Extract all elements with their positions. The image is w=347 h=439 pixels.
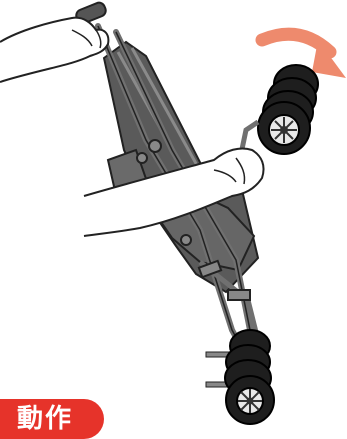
- rear-wheels: [206, 330, 274, 424]
- folded-stroller-illustration: [0, 0, 347, 426]
- action-label-badge: 動作: [0, 399, 104, 439]
- upper-hand: [0, 18, 108, 82]
